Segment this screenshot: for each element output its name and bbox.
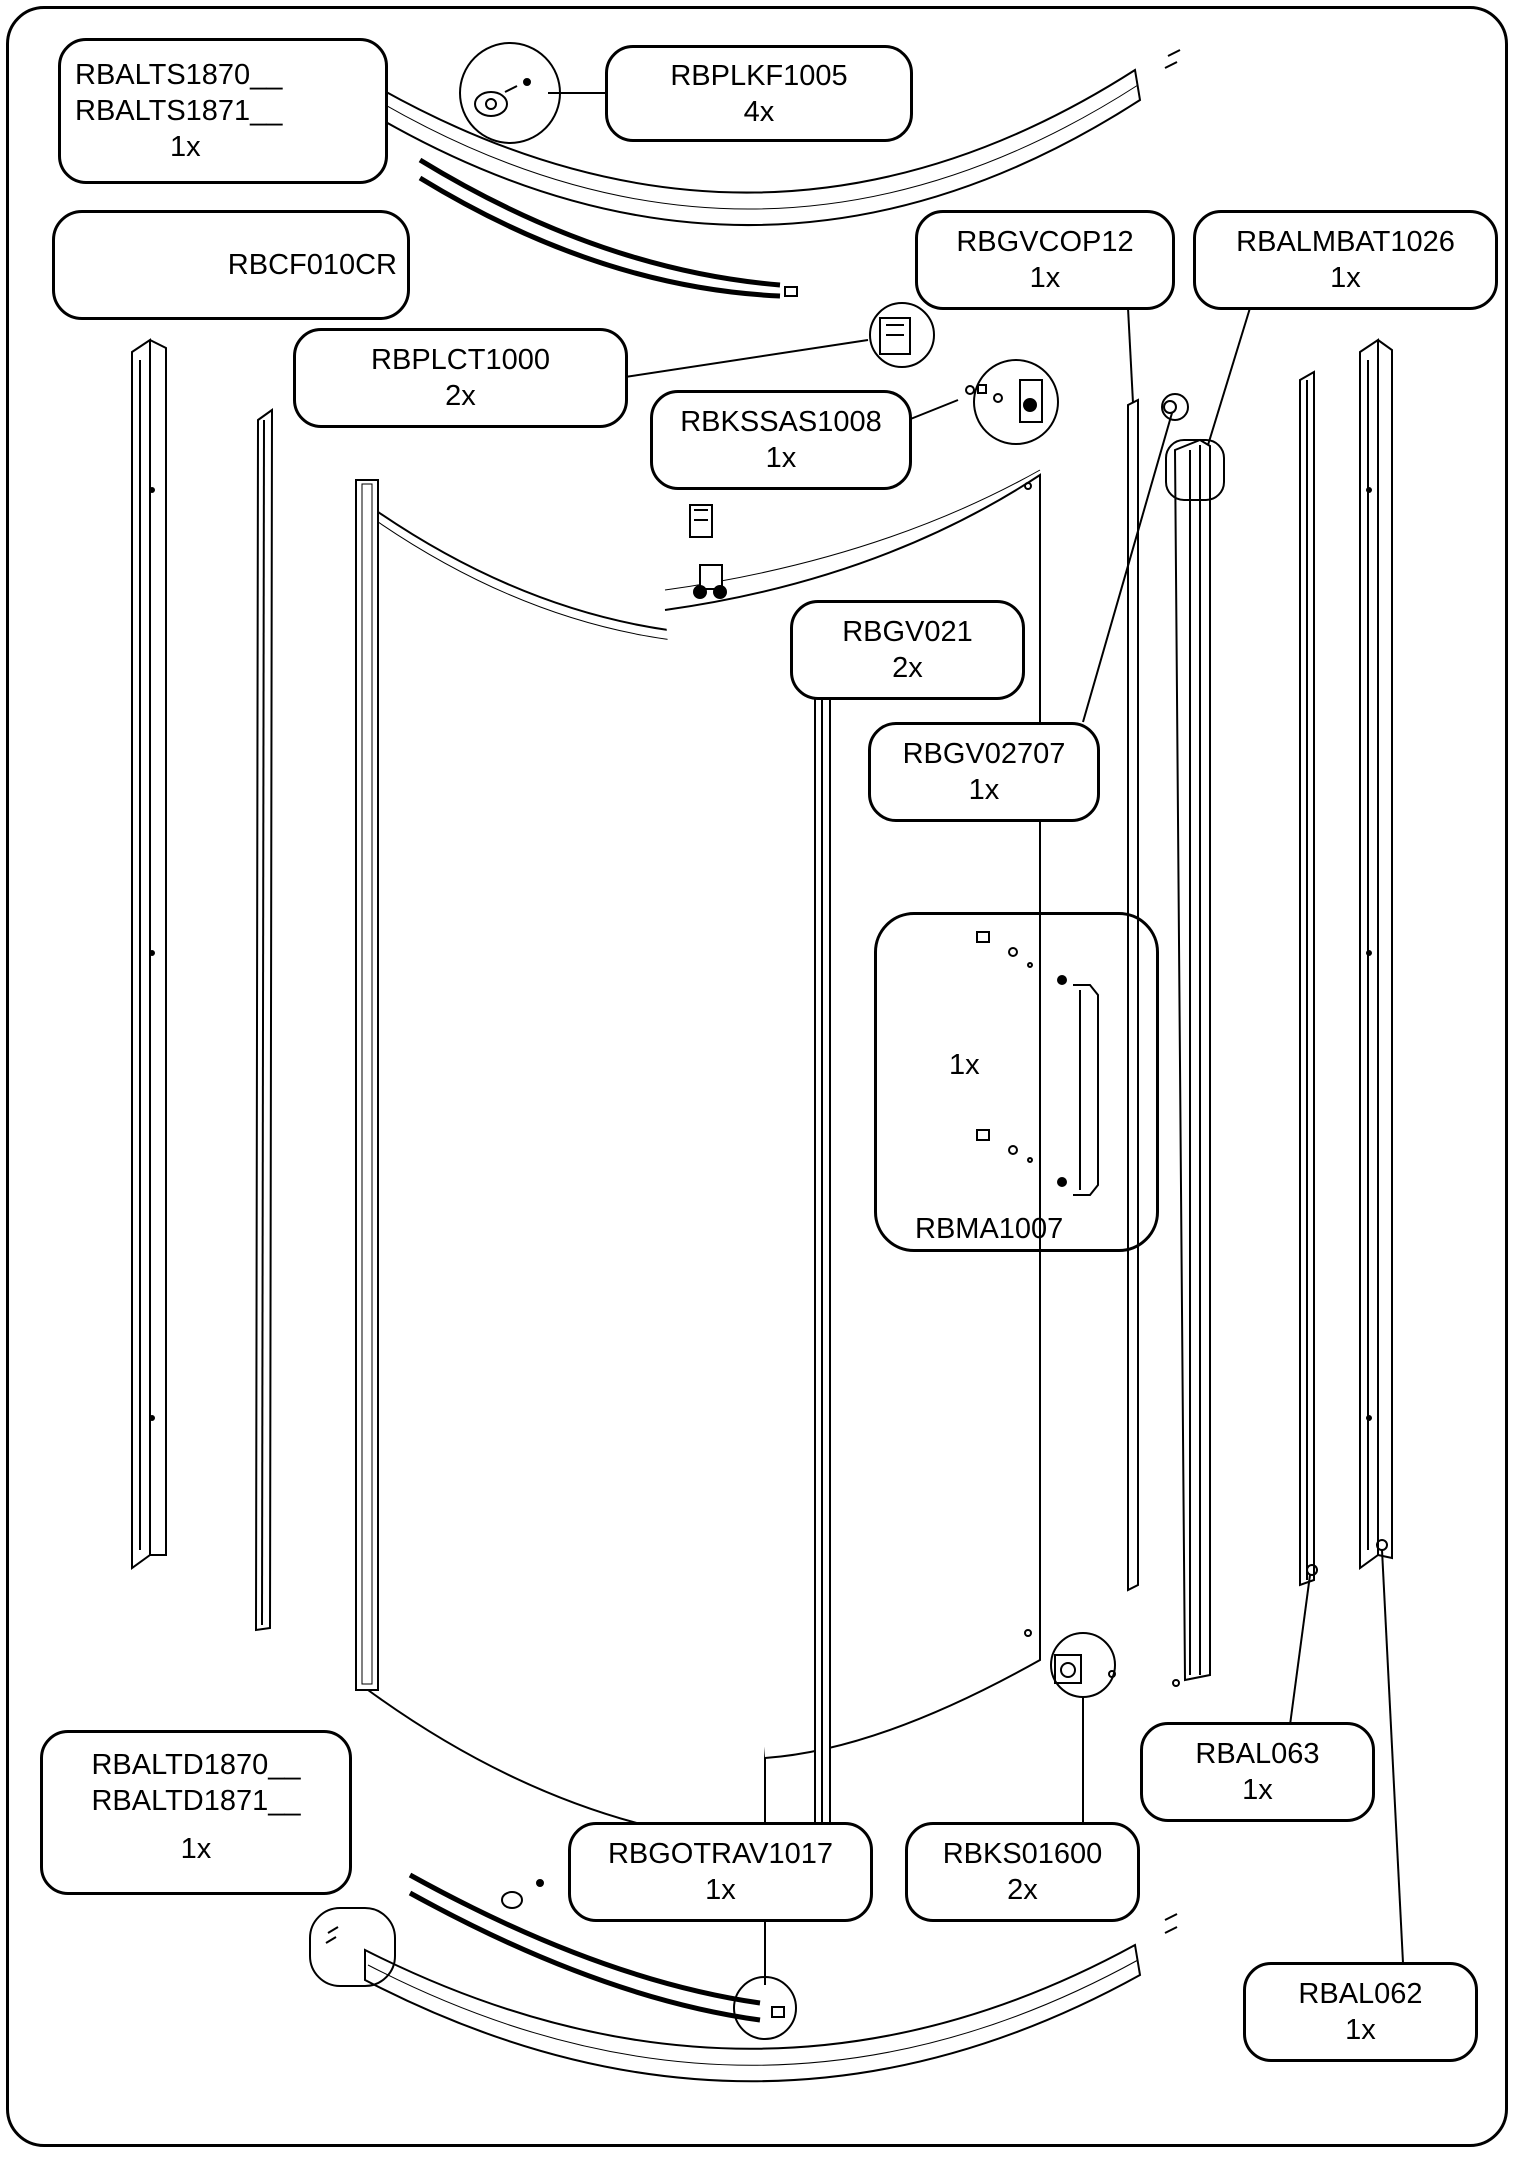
label-rbgvcop-code: RBGVCOP12 [956,226,1134,258]
label-rbgotrav-qty: 1x [705,1874,736,1906]
label-rbal063: RBAL063 1x [1140,1722,1375,1822]
left-door-panel [355,479,766,1847]
label-rbplkf-qty: 4x [743,95,775,128]
label-rbcf-code: RBCF010CR [227,249,397,281]
label-rbal063-qty: 1x [1242,1774,1273,1806]
callout-circle-bottom-end [733,1976,797,2040]
label-rbal062: RBAL062 1x [1243,1962,1478,2062]
callout-circle-roller [973,359,1059,445]
label-rbgv021: RBGV021 2x [790,600,1025,700]
label-rbplct-code: RBPLCT1000 [371,344,550,376]
label-rbgv02707-qty: 1x [968,774,1000,806]
label-rbks01600-code: RBKS01600 [942,1838,1103,1870]
label-rbks01600-qty: 2x [1007,1874,1038,1906]
label-rbgvcop: RBGVCOP12 1x [915,210,1175,310]
label-rbkssas-qty: 1x [765,442,797,474]
label-rbalts-code-2: RBALTS1871__ [75,95,283,127]
bottom-washer [501,1879,544,1909]
right-thin-profile [1299,370,1318,1587]
label-rbalts-qty: 1x [170,131,201,163]
label-rbplkf: RBPLKF1005 4x [605,45,913,142]
callout-circle-bottom-roller [1050,1632,1116,1698]
top-curved-track [364,68,1142,299]
callout-circle-washer [459,42,561,144]
label-rbgotrav: RBGOTRAV1017 1x [568,1822,873,1922]
label-rbalmbat-code: RBALMBAT1026 [1236,226,1455,258]
roller-detail [965,379,1043,423]
bottom-curved-track [364,1872,1142,2083]
screws-top-right [1164,49,1181,69]
label-rbkssas-code: RBKSSAS1008 [680,406,882,438]
left-thin-profile [254,408,274,1632]
label-rbaltd: RBALTD1870__ RBALTD1871__ 1x [40,1730,352,1895]
washer-part [474,78,531,117]
label-rbgv02707-code: RBGV02707 [902,738,1066,770]
label-rbalts: RBALTS1870__ RBALTS1871__ 1x [58,38,388,184]
label-rbal063-code: RBAL063 [1195,1738,1320,1770]
callout-circle-clip [869,302,935,368]
rbplct-clip [689,504,713,538]
right-wall-profile [1359,338,1393,1570]
callout-box-bottom-screws [309,1907,396,1987]
plct-clip-detail [879,317,911,355]
door-seal-profile [1127,398,1177,1592]
label-rbma: 1x RBMA1007 [874,912,1159,1252]
callout-box-magnetic [1165,439,1225,501]
label-rbplct: RBPLCT1000 2x [293,328,628,428]
label-rbaltd-code-2: RBALTD1871__ [91,1785,301,1817]
drawing-frame [6,6,1508,2147]
label-rbma-qty: 1x [949,1049,980,1081]
roller-assembly-top [693,564,727,599]
screws-bottom [325,1913,1178,1944]
label-rbgvcop-qty: 1x [1029,262,1061,294]
label-rbal062-qty: 1x [1345,2014,1376,2046]
label-rbgv02707: RBGV02707 1x [868,722,1100,822]
label-rbgv021-code: RBGV021 [842,616,973,648]
label-rbcf: RBCF010CR [52,210,410,320]
label-rbgotrav-code: RBGOTRAV1017 [607,1838,834,1870]
label-rbma-code: RBMA1007 [915,1213,1064,1245]
label-rbks01600: RBKS01600 2x [905,1822,1140,1922]
label-rbaltd-code-1: RBALTD1870__ [91,1749,301,1781]
label-rbalmbat-qty: 1x [1330,262,1361,294]
label-rbalmbat: RBALMBAT1026 1x [1193,210,1498,310]
label-rbplkf-code: RBPLKF1005 [670,59,848,92]
bottom-roller [1054,1654,1116,1684]
label-rbalts-code-1: RBALTS1870__ [75,59,283,91]
label-rbal062-code: RBAL062 [1298,1978,1423,2010]
leader-lines [548,92,1404,1985]
callout-circle-seal [1161,393,1189,421]
handle-part [976,931,1099,1196]
magnetic-profile [1172,438,1211,1687]
label-rbkssas: RBKSSAS1008 1x [650,390,912,490]
glass-strip [814,628,831,1890]
label-rbgv021-qty: 2x [892,652,923,684]
label-rbplct-qty: 2x [445,380,476,412]
label-rbaltd-qty: 1x [180,1833,212,1865]
left-wall-profile [131,338,167,1570]
